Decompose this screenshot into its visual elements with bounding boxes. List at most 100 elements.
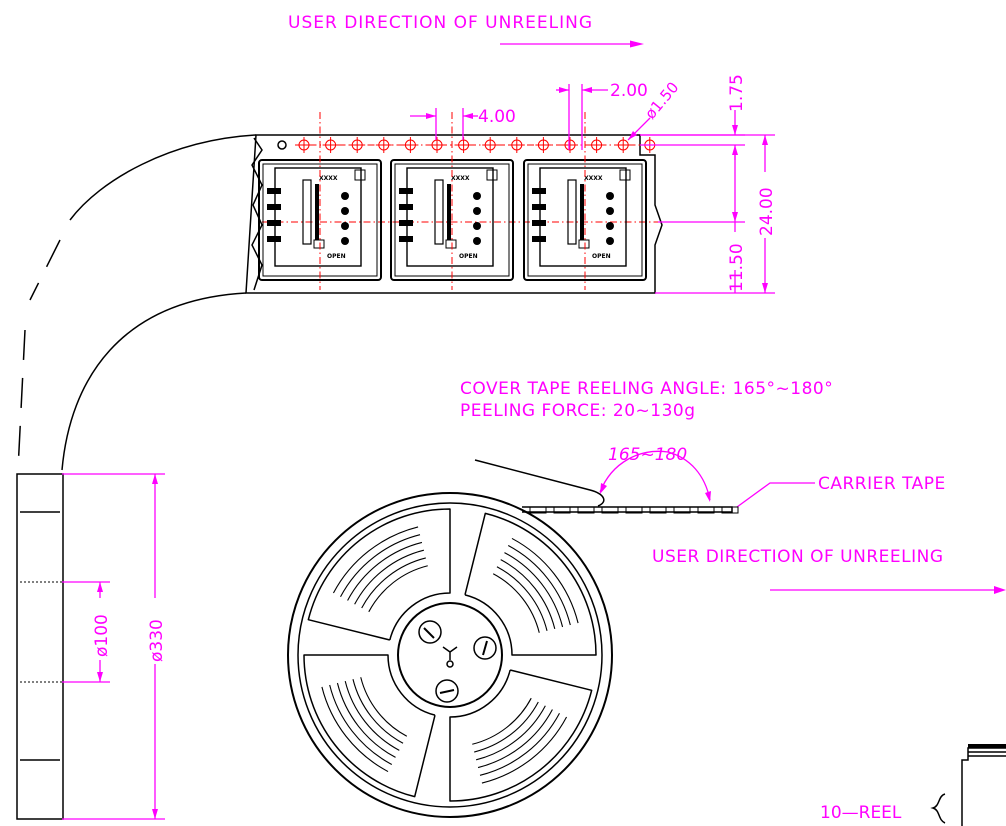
- d100-arrow-top: [97, 582, 103, 592]
- reel-window-rib: [354, 549, 425, 605]
- part-body: [274, 167, 362, 267]
- part-corner-square: [486, 169, 498, 181]
- d330-arrow-bottom: [152, 809, 158, 819]
- carrier-tape-label: CARRIER TAPE: [818, 474, 946, 494]
- pitch-dimensions: 4.00 2.00 ø1.50: [410, 78, 682, 150]
- angle-arc-arrow-right: [705, 491, 711, 502]
- part-pin: [532, 188, 546, 194]
- reel-window-rib: [361, 557, 426, 609]
- tape-bend-upper: [69, 134, 257, 221]
- part-contact: [341, 192, 349, 200]
- hub-hole-3-slot: [439, 689, 455, 694]
- part-contact: [606, 192, 614, 200]
- reel-window-rib: [492, 573, 540, 633]
- small-pocket: [601, 506, 619, 514]
- hole-dia-arrow: [628, 131, 637, 140]
- pocket: XXXX OPEN: [390, 112, 514, 290]
- reel-front-view: [287, 492, 613, 818]
- reel-window-rib: [352, 679, 404, 744]
- part-contact: [341, 207, 349, 215]
- small-pocket: [721, 506, 739, 514]
- pitch2-arrow-right: [582, 87, 592, 93]
- reel-window-rib: [347, 541, 423, 601]
- top-direction-group: USER DIRECTION OF UNREELING: [288, 13, 644, 48]
- small-pocket: [577, 506, 595, 514]
- part-open-mark: OPEN: [592, 253, 611, 260]
- reel-window: [464, 512, 597, 656]
- reel-window-rib: [511, 537, 579, 624]
- reel-window: [303, 654, 436, 798]
- top-direction-label: USER DIRECTION OF UNREELING: [288, 13, 593, 33]
- part-model-mark: XXXX: [319, 175, 338, 182]
- part-pin: [399, 188, 413, 194]
- part-pin: [267, 188, 281, 194]
- reel-window-rib: [472, 697, 532, 745]
- reel-window-rib: [332, 526, 419, 594]
- small-pocket: [673, 506, 691, 514]
- carrier-tape-small-pockets: [529, 506, 739, 514]
- hub-hole-2: [473, 636, 497, 660]
- cover-tape: [474, 459, 605, 507]
- angle-arc-arrow-left: [600, 483, 607, 494]
- d330-arrow-top: [152, 474, 158, 484]
- part-pin: [532, 220, 546, 226]
- part-pin: [399, 220, 413, 226]
- d1150-arrow-top: [732, 212, 738, 222]
- reel-pack: 10—REEL: [820, 744, 1006, 826]
- pocket: XXXX OPEN: [523, 112, 647, 290]
- d175-arrow-top: [732, 125, 738, 135]
- small-pocket: [697, 506, 715, 514]
- part-contact: [341, 237, 349, 245]
- part-contact: [341, 222, 349, 230]
- reel-outer-rim: [287, 492, 613, 818]
- reel-window-rib: [336, 682, 396, 758]
- part-slot: [302, 179, 312, 245]
- small-pocket: [649, 506, 667, 514]
- d1150-label: 11.50: [727, 243, 747, 292]
- tape-bend-dashed: [17, 239, 61, 471]
- d2400-label: 24.00: [757, 187, 777, 236]
- sprocket-holes: [296, 137, 658, 153]
- reel-window-rib: [504, 552, 564, 628]
- reel-side-view: ø100 ø330: [16, 473, 167, 820]
- part-model-mark: XXXX: [584, 175, 603, 182]
- reel-windows: [303, 508, 597, 802]
- part-slot-bar: [315, 184, 319, 240]
- hub-hole-2-slot: [482, 640, 488, 656]
- part-slot-bar: [447, 184, 451, 240]
- reel-side-outline: [16, 473, 64, 820]
- reel-pack-outline: [961, 747, 1006, 826]
- part-body: [406, 167, 494, 267]
- width-dimensions: 1.75 11.50 24.00: [640, 74, 777, 294]
- part-open-mark: OPEN: [327, 253, 346, 260]
- carrier-tape-leader: [736, 482, 815, 508]
- reel-window-rib: [360, 677, 408, 737]
- tape-bend-lower: [61, 292, 247, 471]
- part-contact: [473, 192, 481, 200]
- part-contact: [473, 237, 481, 245]
- peeling-force-label: PEELING FORCE: 20~130g: [460, 401, 696, 421]
- reel-qty-label: 10—REEL: [820, 803, 902, 823]
- reel-window-rib: [481, 716, 568, 784]
- hub-hole-1-slot: [423, 627, 435, 639]
- part-contact: [606, 237, 614, 245]
- d100-arrow-bottom: [97, 672, 103, 682]
- part-open-mark: OPEN: [459, 253, 478, 260]
- part-model-mark: XXXX: [451, 175, 470, 182]
- pocket: XXXX OPEN: [258, 112, 382, 290]
- part-corner-square: [619, 169, 631, 181]
- reel-window-rib: [500, 559, 556, 630]
- part-pin: [267, 204, 281, 210]
- reel-inner-rim: [297, 502, 603, 808]
- reel-hub: [397, 602, 503, 708]
- d100-label: ø100: [92, 614, 112, 657]
- reel-window-rib: [321, 686, 389, 773]
- part-contact: [473, 222, 481, 230]
- part-contact: [606, 207, 614, 215]
- reel-window-rib: [477, 709, 553, 769]
- part-slot-bar: [580, 184, 584, 240]
- tape-outline: [245, 134, 663, 294]
- pitch4-label: 4.00: [478, 107, 516, 127]
- reel-pack-top: [968, 744, 1006, 748]
